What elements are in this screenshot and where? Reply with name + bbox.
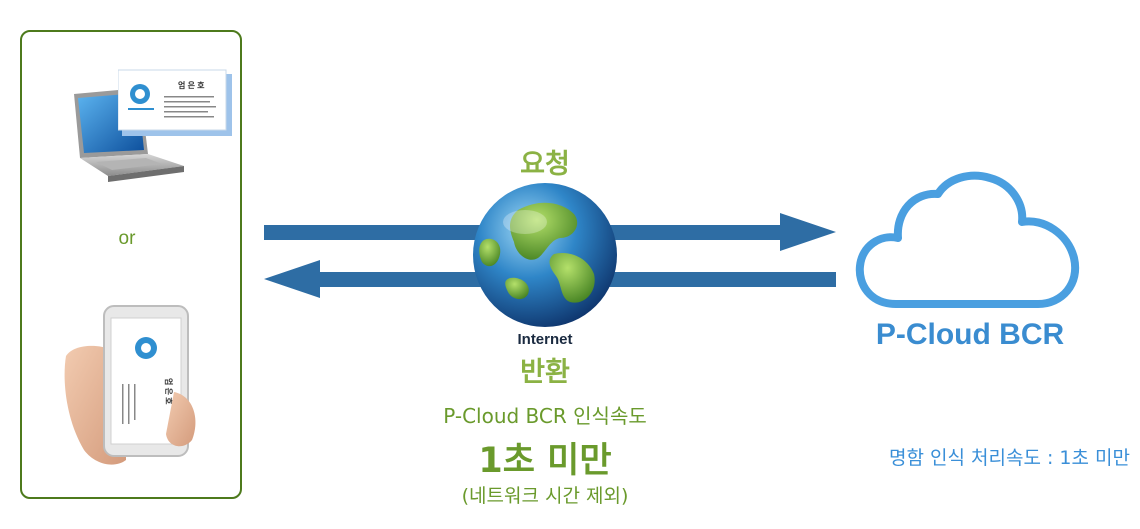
- speed-value: 1초 미만: [478, 441, 612, 481]
- side-note: 명함 인식 처리속도 : 1초 미만: [889, 447, 1130, 469]
- speed-note: (네트워크 시간 제외): [461, 485, 629, 507]
- device-separator: or: [118, 228, 136, 249]
- request-label: 요청: [520, 149, 570, 180]
- return-label: 반환: [520, 357, 570, 388]
- internet-label: Internet: [517, 331, 573, 348]
- globe-icon: [473, 183, 617, 327]
- smartphone-icon: 엄 은 호: [64, 305, 196, 465]
- cloud-title: P-Cloud BCR: [875, 318, 1065, 351]
- card-name-phone: 엄 은 호: [164, 378, 174, 405]
- business-card-icon: 엄 은 호: [118, 69, 232, 136]
- card-name: 엄 은 호: [178, 80, 205, 90]
- speed-caption: P-Cloud BCR 인식속도: [443, 404, 647, 428]
- cloud-icon: [855, 171, 1080, 308]
